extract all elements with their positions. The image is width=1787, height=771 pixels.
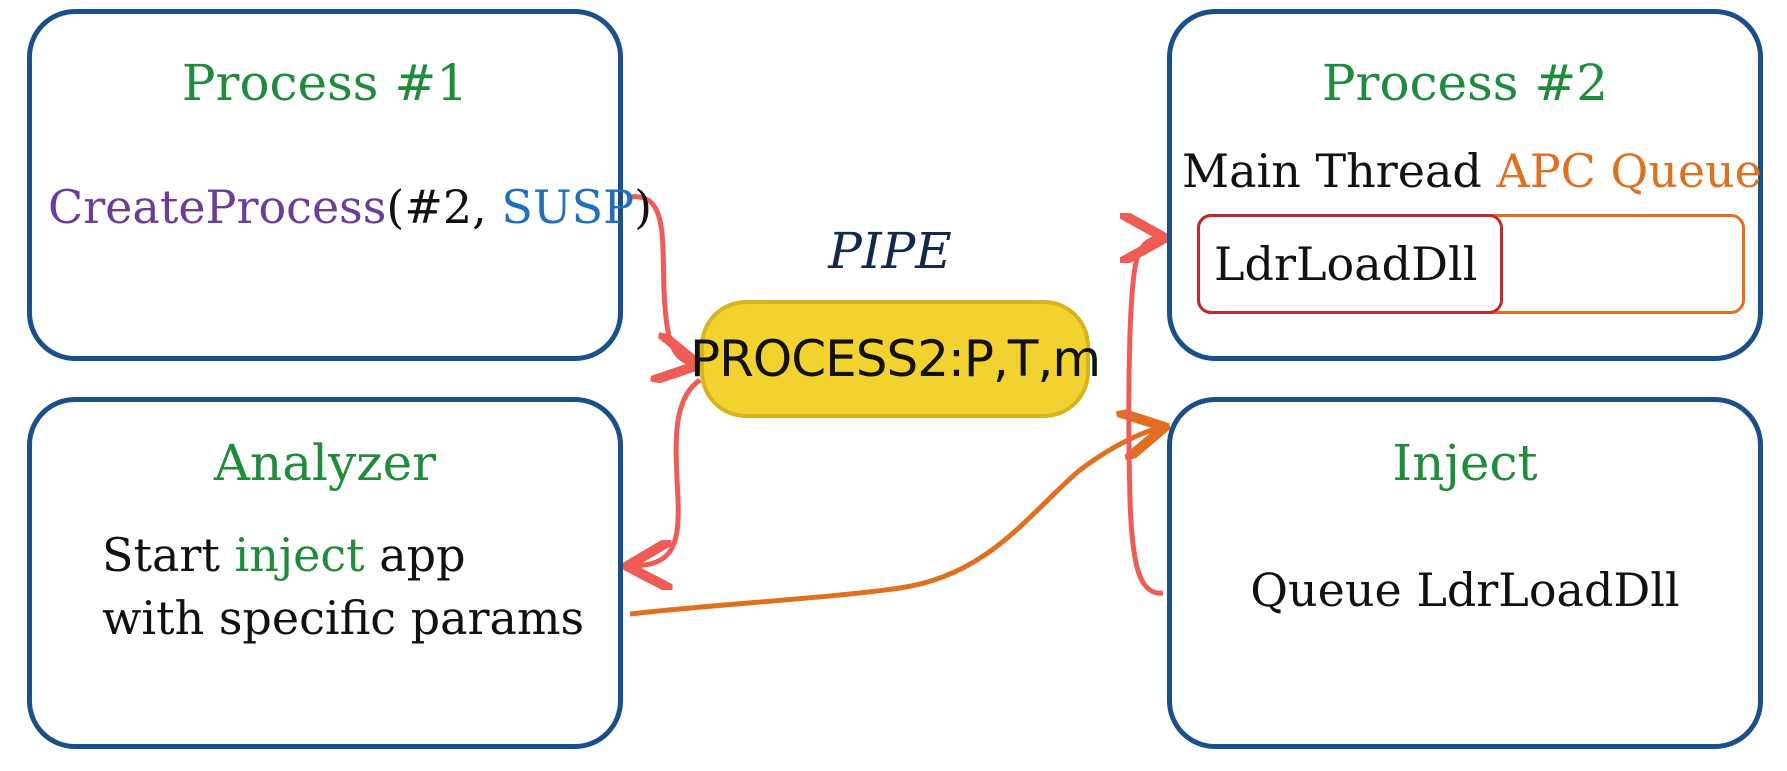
apc-queue-item-label: LdrLoadDll — [1214, 237, 1478, 291]
analyzer-app-text: app — [364, 528, 466, 582]
arrow-inject-to-apc-queue — [1129, 238, 1163, 596]
createprocess-name: CreateProcess — [48, 180, 387, 234]
analyzer-start-text: Start — [102, 528, 235, 582]
createprocess-close: ) — [634, 180, 653, 234]
apc-queue-label: APC Queue — [1496, 144, 1762, 198]
createprocess-call: CreateProcess(#2, SUSP) — [48, 184, 652, 230]
inject-title: Inject — [1392, 434, 1538, 492]
arrow-analyzer-to-inject — [629, 428, 1160, 617]
process2-title: Process #2 — [1321, 54, 1609, 112]
arrow-pipe-to-analyzer — [632, 377, 702, 566]
apc-queue-item: LdrLoadDll — [1197, 214, 1503, 314]
inject-body: Queue LdrLoadDll — [1250, 563, 1680, 617]
analyzer-title: Analyzer — [213, 434, 437, 492]
inject-box: Inject Queue LdrLoadDll — [1167, 397, 1763, 749]
createprocess-args: (#2, — [386, 180, 502, 234]
analyzer-line-2: with specific params — [102, 591, 585, 645]
process2-box: Process #2 Main Thread APC Queue — [1167, 9, 1763, 361]
analyzer-box: Analyzer Start inject app with specific … — [27, 397, 623, 749]
main-thread-line: Main Thread APC Queue — [1182, 148, 1762, 194]
process1-box: Process #1 CreateProcess(#2, SUSP) — [27, 9, 652, 361]
process1-title: Process #1 — [181, 54, 469, 112]
pipe-content: PROCESS2:P,T,m — [689, 330, 1101, 388]
main-thread-label: Main Thread — [1182, 144, 1497, 198]
suspended-flag: SUSP — [501, 180, 635, 234]
pipe-label: PIPE — [828, 222, 952, 280]
pipe-node: PROCESS2:P,T,m — [690, 300, 1101, 418]
inject-keyword: inject — [234, 528, 365, 582]
analyzer-line-1: Start inject app — [102, 532, 466, 578]
